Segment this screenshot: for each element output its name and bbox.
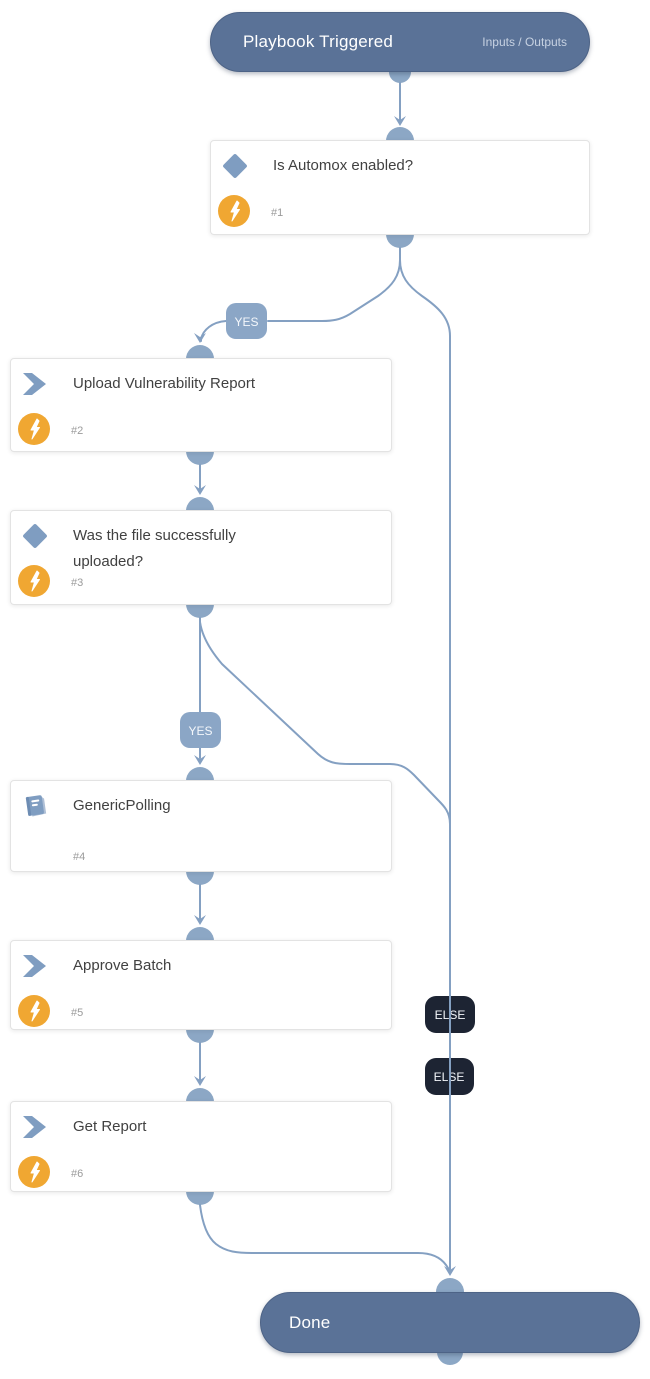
task-number: #3 bbox=[71, 577, 84, 589]
yes-badge-2: YES bbox=[180, 712, 221, 748]
automation-bolt-icon bbox=[18, 995, 50, 1027]
arrowheads bbox=[194, 116, 456, 1276]
task-node-4[interactable]: GenericPolling #4 bbox=[10, 780, 392, 872]
task-number: #4 bbox=[73, 851, 86, 863]
task-chevron-icon bbox=[23, 373, 46, 395]
connector-lines bbox=[199, 82, 451, 1272]
connector-line-yes-branch bbox=[267, 247, 401, 322]
arrow-down-icon bbox=[194, 1076, 206, 1086]
yes-badge-label: YES bbox=[234, 315, 258, 329]
task-node-5[interactable]: Approve Batch #5 bbox=[10, 940, 392, 1030]
connector-line-else-branch bbox=[399, 259, 451, 1270]
task-node-6[interactable]: Get Report #6 bbox=[10, 1101, 392, 1192]
automation-bolt-icon bbox=[18, 1156, 50, 1188]
playbook-book-icon bbox=[25, 795, 47, 817]
automation-bolt-icon bbox=[18, 413, 50, 445]
task-title: Approve Batch bbox=[73, 957, 172, 974]
task-chevron-icon bbox=[23, 955, 46, 977]
yes-badge-label: YES bbox=[188, 724, 212, 738]
arrow-down-icon bbox=[194, 755, 206, 765]
task-node-3[interactable]: Was the file successfully uploaded? #3 bbox=[10, 510, 392, 605]
done-node[interactable]: Done bbox=[260, 1292, 640, 1353]
playbook-trigger-node[interactable]: Playbook Triggered Inputs / Outputs bbox=[210, 12, 590, 72]
task-title: GenericPolling bbox=[73, 797, 171, 814]
task-node-2[interactable]: Upload Vulnerability Report #2 bbox=[10, 358, 392, 452]
connector-line bbox=[200, 320, 227, 342]
inputs-outputs-link[interactable]: Inputs / Outputs bbox=[482, 35, 567, 49]
task-number: #6 bbox=[71, 1168, 84, 1180]
task-title: Get Report bbox=[73, 1118, 147, 1135]
yes-badge-1: YES bbox=[226, 303, 267, 339]
condition-diamond-icon bbox=[23, 524, 47, 548]
task-number: #2 bbox=[71, 425, 84, 437]
automation-bolt-icon bbox=[18, 565, 50, 597]
trigger-title: Playbook Triggered bbox=[243, 32, 394, 51]
task-number: #1 bbox=[271, 207, 284, 219]
arrow-down-icon bbox=[444, 1266, 456, 1276]
task-title: Was the file successfully uploaded? bbox=[73, 527, 236, 570]
task-title: Upload Vulnerability Report bbox=[73, 375, 256, 392]
arrow-down-icon bbox=[394, 116, 406, 126]
arrow-down-icon bbox=[194, 915, 206, 925]
arrow-down-icon bbox=[194, 485, 206, 495]
connector-line-no-branch bbox=[199, 621, 451, 825]
connector-line bbox=[199, 1204, 451, 1272]
task-title: Is Automox enabled? bbox=[273, 157, 414, 174]
condition-diamond-icon bbox=[223, 154, 247, 178]
done-title: Done bbox=[289, 1312, 331, 1332]
task-node-1[interactable]: Is Automox enabled? #1 bbox=[210, 140, 590, 235]
automation-bolt-icon bbox=[218, 195, 250, 227]
arrow-down-icon bbox=[194, 333, 206, 343]
task-chevron-icon bbox=[23, 1116, 46, 1138]
task-number: #5 bbox=[71, 1007, 84, 1019]
